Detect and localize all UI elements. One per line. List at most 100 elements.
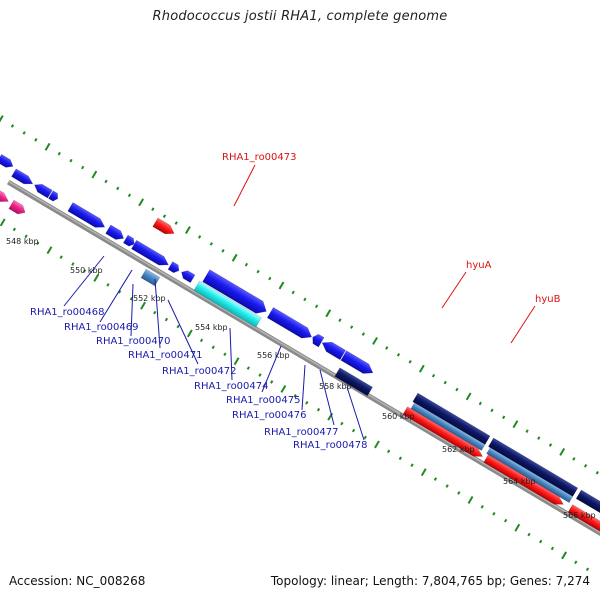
gene-arrow — [131, 239, 169, 266]
scale-label: 560 kbp — [382, 412, 415, 421]
scale-tick — [548, 443, 553, 447]
scale-tick — [490, 408, 494, 413]
gene-arrow — [266, 307, 312, 339]
gene-label-RHA1_ro00470: RHA1_ro00470 — [96, 336, 171, 347]
scale-tick — [420, 468, 427, 477]
gene-arrow — [567, 504, 600, 544]
scale-tick — [408, 359, 412, 364]
accession-label: Accession: NC_008268 — [9, 574, 146, 588]
gene-leader-line — [319, 369, 335, 426]
scale-tick — [223, 352, 227, 357]
scale-tick — [314, 304, 319, 309]
scale-label: 548 kbp — [6, 237, 39, 246]
gene-leader-line — [261, 345, 282, 393]
scale-tick — [445, 484, 449, 488]
gene-arrow — [67, 202, 106, 228]
scale-tick — [350, 325, 354, 329]
scale-tick — [140, 301, 146, 310]
scale-tick — [57, 151, 61, 156]
scale-label: 564 kbp — [503, 477, 536, 486]
gene-leader-line — [301, 364, 306, 411]
gene-arrow-hyuB — [483, 454, 564, 505]
scale-label: 566 kbp — [563, 511, 596, 520]
scale-tick — [492, 511, 496, 516]
scale-tick — [186, 329, 193, 338]
gene-leader-line — [346, 386, 365, 441]
scale-tick — [138, 198, 145, 207]
scale-tick — [539, 539, 543, 544]
gene-block — [193, 280, 262, 328]
scale-tick — [385, 346, 389, 350]
scale-tick — [174, 221, 178, 225]
scale-label: 562 kbp — [442, 445, 475, 454]
gene-label-RHA1_ro00472: RHA1_ro00472 — [162, 366, 237, 377]
scale-tick — [46, 246, 53, 255]
scale-tick — [127, 193, 132, 198]
scale-tick — [231, 253, 238, 262]
scale-tick — [363, 435, 367, 440]
scale-tick — [244, 262, 249, 267]
scale-tick — [387, 449, 391, 454]
scale-tick — [527, 532, 531, 537]
scale-tick — [372, 337, 378, 345]
gene-label-RHA1_ro00477: RHA1_ro00477 — [264, 427, 339, 438]
scale-tick — [185, 226, 191, 234]
gene-leader-line — [99, 269, 133, 323]
gene-arrow — [34, 184, 53, 199]
scale-tick — [199, 338, 204, 343]
scale-tick — [116, 186, 120, 191]
scale-tick — [0, 218, 6, 227]
gene-label-hyuB: hyuB — [535, 294, 561, 305]
scale-tick — [24, 234, 28, 239]
scale-tick — [93, 273, 100, 282]
scale-tick — [512, 420, 519, 429]
gene-arrow-hyuA — [402, 406, 484, 457]
scale-tick — [361, 332, 365, 336]
scale-tick — [433, 477, 438, 481]
scale-tick — [305, 400, 309, 405]
gene-block — [575, 489, 600, 535]
scale-tick — [574, 560, 578, 565]
gene-arrow — [340, 350, 374, 374]
scale-tick — [431, 373, 436, 378]
scale-tick — [585, 567, 590, 572]
scale-tick — [595, 470, 599, 475]
scale-tick — [81, 165, 85, 170]
gene-arrow — [312, 333, 325, 348]
scale-tick — [258, 373, 262, 377]
scale-tick — [106, 283, 110, 287]
gene-arrow — [8, 199, 26, 215]
scale-tick — [44, 142, 51, 151]
gene-leader-line — [233, 164, 256, 207]
scale-tick — [280, 384, 287, 393]
gene-label-RHA1_ro00473: RHA1_ro00473 — [222, 152, 297, 163]
scale-tick — [10, 124, 15, 128]
scale-tick — [374, 440, 380, 449]
scale-label: 554 kbp — [195, 323, 228, 332]
gene-arrow — [0, 179, 9, 202]
scale-tick — [91, 170, 98, 179]
gene-arrow — [202, 269, 267, 314]
scale-tick — [36, 241, 40, 246]
scale-tick — [559, 448, 566, 456]
scale-tick — [455, 387, 459, 392]
scale-label: 552 kbp — [133, 294, 166, 303]
scale-tick — [561, 551, 567, 560]
scale-tick — [59, 255, 63, 259]
gene-block — [486, 447, 574, 503]
gene-label-RHA1_ro00474: RHA1_ro00474 — [194, 381, 269, 392]
scale-tick — [12, 227, 17, 232]
scale-tick — [398, 456, 402, 461]
gene-leader-line — [130, 283, 134, 337]
scale-tick — [209, 242, 213, 246]
gene-label-RHA1_ro00475: RHA1_ro00475 — [226, 395, 301, 406]
scale-tick — [246, 366, 250, 370]
scale-tick — [410, 463, 414, 468]
scale-tick — [293, 394, 297, 398]
scale-tick — [457, 491, 461, 495]
gene-arrow-ro00473 — [152, 217, 175, 235]
gene-leader-line — [154, 278, 161, 349]
scale-label: 558 kbp — [319, 382, 352, 391]
scale-tick — [418, 364, 425, 373]
